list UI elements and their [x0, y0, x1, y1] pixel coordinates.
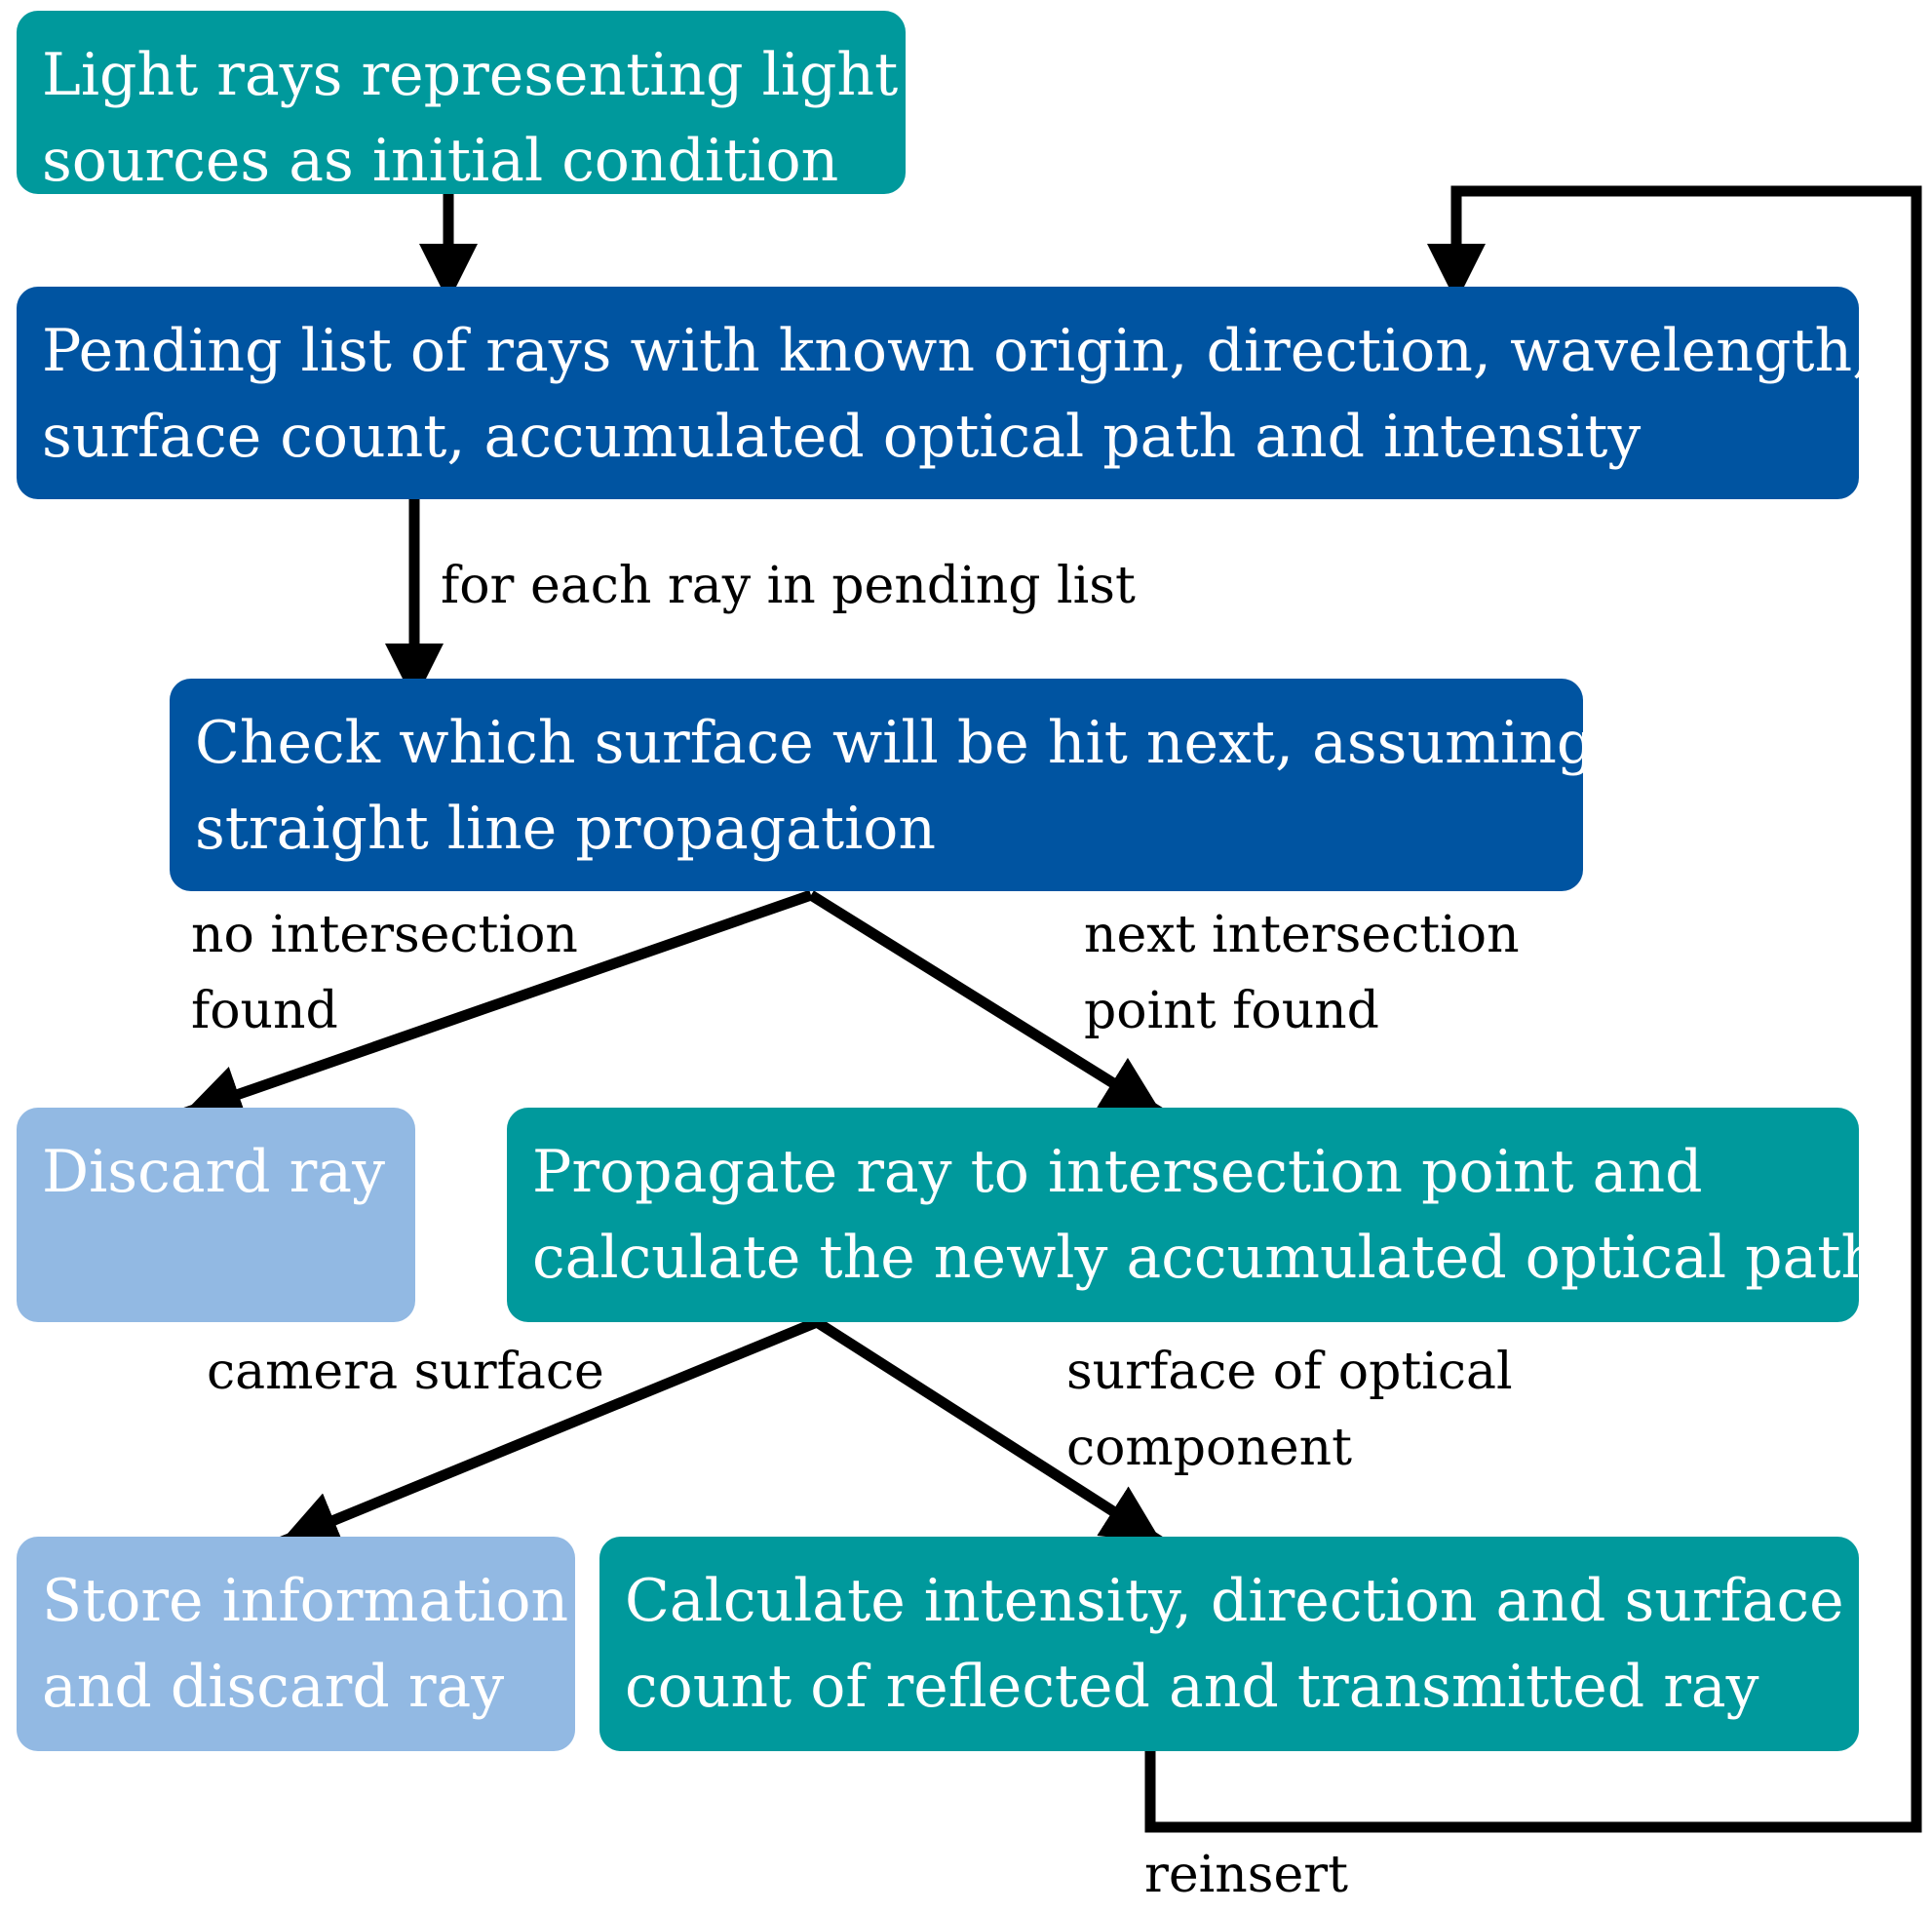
- arrow-check-to-propagate: [808, 890, 1165, 1118]
- label-line: for each ray in pending list: [441, 557, 1136, 615]
- check-surface-box: Check which surface will be hit next, as…: [170, 679, 1595, 891]
- propagate-box: Propagate ray to intersection point and …: [507, 1108, 1879, 1322]
- label-line: surface of optical: [1066, 1343, 1513, 1401]
- light-sources-box: Light rays representing light sources as…: [17, 11, 906, 195]
- store-information-box: Store information and discard ray: [17, 1537, 575, 1751]
- box-line: Store information: [42, 1567, 569, 1635]
- box-line: Discard ray: [42, 1138, 385, 1206]
- box-line: surface count, accumulated optical path …: [42, 403, 1642, 471]
- box-line: calculate the newly accumulated optical …: [532, 1224, 1879, 1292]
- arrow-propagate-to-calculate: [814, 1317, 1165, 1547]
- label-line: component: [1066, 1419, 1352, 1477]
- box-line: Check which surface will be hit next, as…: [195, 709, 1595, 777]
- next-intersection-label: next intersection point found: [1084, 897, 1520, 1049]
- box-line: Calculate intensity, direction and surfa…: [625, 1567, 1844, 1635]
- arrow-check-to-discard: [181, 889, 813, 1122]
- arrow-propagate-to-store: [277, 1316, 820, 1548]
- reinsert-loop-arrow: [1144, 185, 1922, 1833]
- label-line: point found: [1084, 982, 1379, 1040]
- box-line: straight line propagation: [195, 795, 937, 863]
- label-line: found: [191, 982, 338, 1040]
- box-line: Light rays representing light: [42, 41, 899, 109]
- pending-list-box: Pending list of rays with known origin, …: [17, 287, 1872, 499]
- discard-ray-box: Discard ray: [17, 1108, 415, 1322]
- no-intersection-label: no intersection found: [191, 897, 578, 1049]
- box-line: count of reflected and transmitted ray: [625, 1653, 1759, 1721]
- calculate-intensity-box: Calculate intensity, direction and surfa…: [599, 1537, 1859, 1751]
- box-line: and discard ray: [42, 1653, 505, 1721]
- label-line: next intersection: [1084, 906, 1520, 964]
- camera-surface-label: camera surface: [207, 1334, 604, 1410]
- label-line: reinsert: [1144, 1846, 1348, 1904]
- reinsert-label: reinsert: [1144, 1837, 1348, 1913]
- box-line: Pending list of rays with known origin, …: [42, 317, 1872, 385]
- label-line: no intersection: [191, 906, 578, 964]
- for-each-label: for each ray in pending list: [441, 548, 1136, 624]
- box-line: Propagate ray to intersection point and: [532, 1138, 1703, 1206]
- label-line: camera surface: [207, 1343, 604, 1401]
- optical-component-label: surface of optical component: [1066, 1334, 1513, 1486]
- box-line: sources as initial condition: [42, 127, 839, 195]
